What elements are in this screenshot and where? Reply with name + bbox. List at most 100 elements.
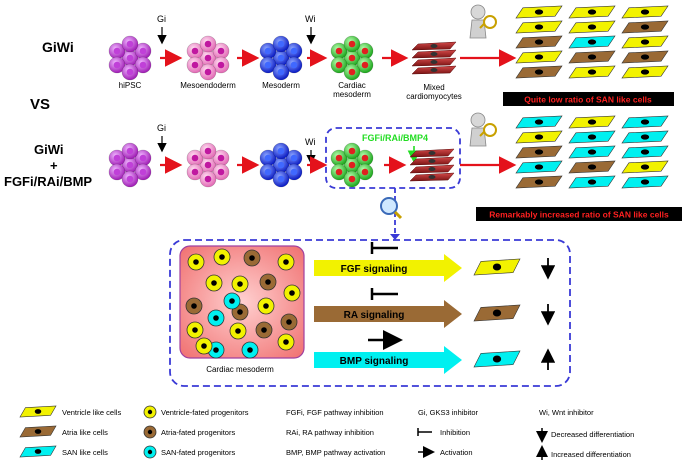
legend-fgfi: FGFi, FGF pathway inhibition xyxy=(286,408,384,417)
cell-nucleus xyxy=(126,175,134,183)
cell-nucleus xyxy=(113,154,121,162)
progenitor-nucleus xyxy=(283,339,289,345)
hipsc-cluster-2 xyxy=(108,142,152,188)
cell-nucleus xyxy=(290,61,298,69)
signal-label: RA signaling xyxy=(344,310,405,321)
progenitor-nucleus xyxy=(286,319,292,325)
cell-nucleus xyxy=(277,161,285,169)
legend-activation: Activation xyxy=(440,448,473,457)
progenitor-nucleus xyxy=(237,281,243,287)
result-high-text: Remarkably increased ratio of SAN like c… xyxy=(489,210,669,220)
cell-yellow-nucleus xyxy=(640,9,650,15)
gi-label-2: Gi xyxy=(157,123,166,133)
row1-label: GiWi xyxy=(42,39,74,55)
legend-ventricle-cells: Ventricle like cells xyxy=(62,408,121,417)
cell-nucleus xyxy=(126,40,134,48)
cell-nucleus xyxy=(264,168,272,176)
magnifier-icon xyxy=(380,188,403,240)
mixed-cardiomyocytes-stack-2 xyxy=(409,148,455,182)
progenitor-nucleus xyxy=(213,315,219,321)
cell-cyan-nucleus xyxy=(587,149,597,155)
cell-nucleus xyxy=(348,40,356,48)
legend-wi: Wi, Wnt inhibitor xyxy=(539,408,594,417)
cell-nucleus xyxy=(348,161,356,169)
cell-brown-nucleus xyxy=(587,164,597,170)
result-grid-2 xyxy=(515,115,669,189)
hipsc-cluster xyxy=(108,35,152,81)
cell-nucleus xyxy=(264,47,272,55)
gi-label-1: Gi xyxy=(157,14,166,24)
cell-yellow-nucleus xyxy=(640,39,650,45)
cell-nucleus xyxy=(126,54,134,62)
signal-cell-shape-nucleus xyxy=(492,309,502,317)
cardiac-mesoderm-cluster-2 xyxy=(330,142,374,188)
legend-rai: RAi, RA pathway inhibition xyxy=(286,428,374,437)
cell-nucleus xyxy=(126,147,134,155)
signal-cell-shape-nucleus xyxy=(492,355,502,363)
cell-nucleus xyxy=(204,68,212,76)
legend-gi: Gi, GKS3 inhibitor xyxy=(418,408,479,417)
progenitor-nucleus xyxy=(235,328,241,334)
cell-cyan-nucleus xyxy=(640,134,650,140)
progenitor-nucleus xyxy=(265,279,271,285)
legend-san-cell-nucleus xyxy=(34,449,42,454)
cell-nucleus xyxy=(113,47,121,55)
signal-cell xyxy=(473,258,521,276)
cardiomyocyte-nucleus xyxy=(428,175,436,179)
cell-nucleus xyxy=(277,40,285,48)
cell-yellow-nucleus xyxy=(534,24,544,30)
cardiomyocyte-nucleus xyxy=(428,167,436,171)
signal-arrow xyxy=(314,346,462,374)
progenitor-nucleus xyxy=(249,255,255,261)
cardiomyocyte-nucleus xyxy=(430,44,438,48)
legend-ventricle-cell-nucleus xyxy=(34,409,42,414)
cardiomyocyte-nucleus xyxy=(428,159,436,163)
cell-nucleus xyxy=(277,68,285,76)
cell-nucleus xyxy=(348,68,356,76)
cell-brown-nucleus xyxy=(534,39,544,45)
legend-progenitor-nucleus xyxy=(147,409,153,415)
cell-nucleus xyxy=(264,61,272,69)
progenitor-nucleus xyxy=(261,327,267,333)
signal-label: BMP signaling xyxy=(340,356,409,367)
signal-label: FGF signaling xyxy=(341,264,408,275)
cell-nucleus xyxy=(361,47,369,55)
cell-nucleus xyxy=(290,47,298,55)
legend-atria-cell-nucleus xyxy=(34,429,42,434)
cell-nucleus xyxy=(204,161,212,169)
cell-nucleus xyxy=(204,175,212,183)
cell-yellow-nucleus xyxy=(534,54,544,60)
treatment-dashed-box xyxy=(325,127,461,189)
cell-yellow-nucleus xyxy=(587,24,597,30)
result-high-banner xyxy=(476,207,682,221)
legend-progenitor-nucleus xyxy=(147,429,153,435)
zoom-panel xyxy=(169,239,571,387)
cell-brown-nucleus xyxy=(534,69,544,75)
progenitor-nucleus xyxy=(191,303,197,309)
cell-yellow-nucleus xyxy=(534,134,544,140)
cell-brown-nucleus xyxy=(534,149,544,155)
legend-atria-cells: Atria like cells xyxy=(62,428,108,437)
cell-yellow-nucleus xyxy=(640,164,650,170)
cell-nucleus xyxy=(290,168,298,176)
cell-nucleus xyxy=(348,54,356,62)
cell-nucleus xyxy=(204,40,212,48)
cell-cyan-nucleus xyxy=(534,119,544,125)
cell-cyan-nucleus xyxy=(640,119,650,125)
cell-nucleus xyxy=(361,168,369,176)
treatment-label: FGFi/RAi/BMP4 xyxy=(362,133,428,143)
hipsc-label: hiPSC xyxy=(119,81,142,90)
progenitor-nucleus xyxy=(263,303,269,309)
cell-yellow-nucleus xyxy=(587,69,597,75)
cell-yellow-nucleus xyxy=(587,9,597,15)
row2-label-1: GiWi xyxy=(34,142,64,157)
cell-nucleus xyxy=(277,175,285,183)
cell-cyan-nucleus xyxy=(534,164,544,170)
cell-nucleus xyxy=(191,168,199,176)
legend-ventricle-prog: Ventricle-fated progenitors xyxy=(161,408,249,417)
cell-brown-nucleus xyxy=(640,24,650,30)
mesoderm-cluster-2 xyxy=(259,142,303,188)
signal-cell xyxy=(473,304,521,322)
